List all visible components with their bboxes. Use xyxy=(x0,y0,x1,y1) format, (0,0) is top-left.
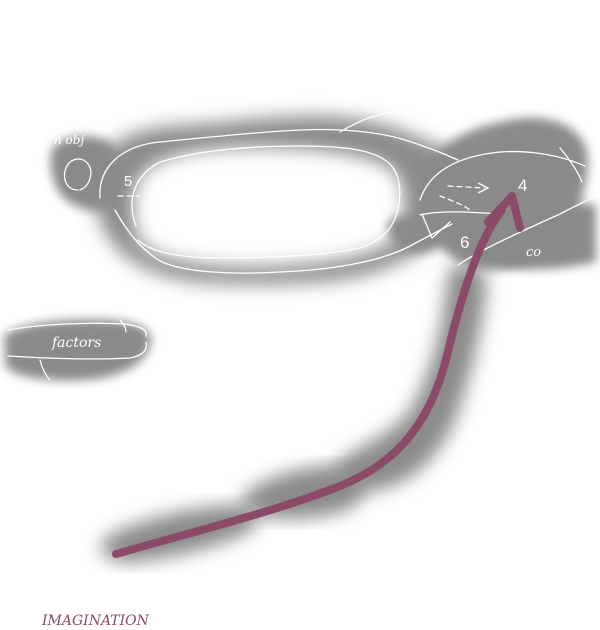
factors-blob xyxy=(4,319,151,381)
tab-blob xyxy=(388,215,451,252)
sketch-lines xyxy=(7,111,597,593)
left-spiral-line xyxy=(63,158,92,191)
number-5: 5 xyxy=(124,173,132,190)
descending-blob xyxy=(334,264,487,491)
triangle-line xyxy=(421,213,451,239)
right-arc-4 xyxy=(559,147,583,183)
dashed-arrow-mid xyxy=(439,195,471,211)
ring-blob xyxy=(92,116,469,285)
top-left-blob xyxy=(50,136,121,211)
factors-outline-2 xyxy=(7,341,148,360)
imagination-spiral-line xyxy=(74,565,103,593)
arrow-shaft xyxy=(112,206,506,558)
top-arc-line xyxy=(339,111,401,133)
ring-outer-line xyxy=(99,128,459,199)
dashed-arrowhead xyxy=(477,182,490,194)
dashed-arrow-top xyxy=(447,185,485,189)
factors-tick-1 xyxy=(39,359,51,381)
imagination-label: IMAGINATION xyxy=(41,613,150,629)
factors-outline-1 xyxy=(7,322,147,337)
arrowhead xyxy=(484,192,524,232)
imagination-arrow xyxy=(112,192,524,558)
number-4: 4 xyxy=(518,176,527,195)
right-arc-1 xyxy=(419,150,586,201)
right-label: co xyxy=(526,245,541,260)
factors-tick-2 xyxy=(119,319,127,333)
factors-label: factors xyxy=(51,335,101,351)
number-6: 6 xyxy=(460,233,469,252)
ring-lower-line xyxy=(114,209,453,274)
top-left-label: n obj xyxy=(54,133,84,147)
dashed-lines xyxy=(117,185,485,211)
ring-inner-line xyxy=(131,145,401,259)
